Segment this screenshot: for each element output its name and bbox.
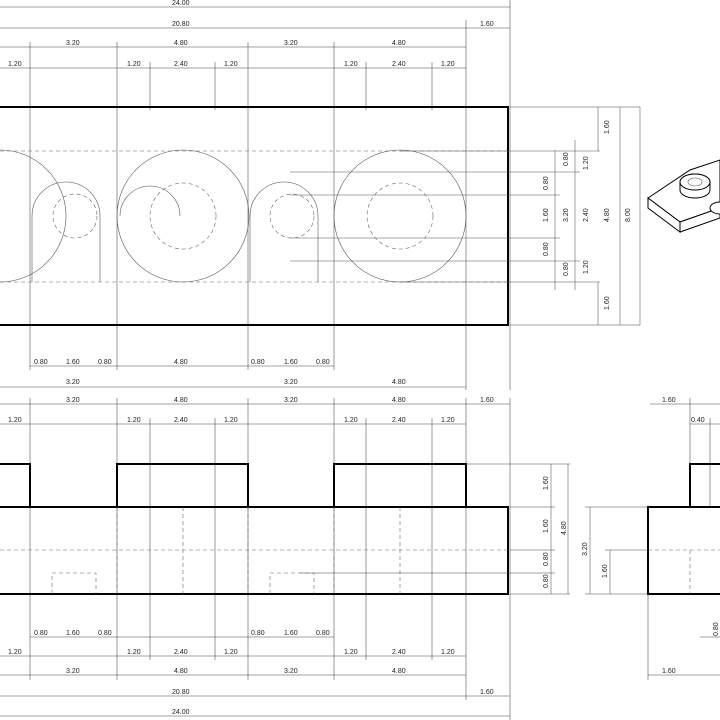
dim-f-seg-3: 3.20 — [284, 397, 298, 404]
stud-circle-4 — [333, 149, 467, 283]
front-stud-1 — [0, 463, 31, 507]
side-stud — [689, 463, 720, 507]
dim-top-seg-1: 3.20 — [66, 40, 80, 47]
dim-fb-seg-1: 3.20 — [66, 668, 80, 675]
top-view-body — [0, 106, 509, 326]
stud-circle-2 — [116, 149, 250, 283]
dim-right-k: 0.80 — [563, 262, 570, 276]
dim-right-b: 1.20 — [583, 156, 590, 170]
dim-top-seg-2: 4.80 — [174, 40, 188, 47]
dim-f-right-4: 0.80 — [543, 574, 550, 588]
dim-top-split-1: 1.20 — [127, 61, 141, 68]
side-view-body — [647, 506, 720, 595]
dim-tb-seg-3: 4.80 — [392, 379, 406, 386]
dim-s-tiny: 0.80 — [713, 622, 720, 636]
dim-top-split-6: 1.20 — [441, 61, 455, 68]
dim-top-split-5: 2.40 — [392, 61, 406, 68]
dim-fb-seg-3: 3.20 — [284, 668, 298, 675]
dim-right-c: 0.80 — [543, 176, 550, 190]
dim-f-split-2: 2.40 — [174, 417, 188, 424]
dim-top-split-4: 1.20 — [344, 61, 358, 68]
dim-top-split-2: 2.40 — [174, 61, 188, 68]
dim-s-top: 1.60 — [662, 397, 676, 404]
side-view: 1.60 0.40 3.20 1.60 0.80 1.60 — [582, 397, 720, 680]
dim-fb-tiny-3: 1.20 — [224, 649, 238, 656]
dim-top-seg-3: 3.20 — [284, 40, 298, 47]
dim-tb-1: 1.60 — [66, 359, 80, 366]
dim-right-top: 1.60 — [604, 120, 611, 134]
dim-tb-seg-2: 3.20 — [284, 379, 298, 386]
dim-f-seg-1: 3.20 — [66, 397, 80, 404]
dim-tb-0: 0.80 — [34, 359, 48, 366]
dim-right-g: 4.80 — [604, 208, 611, 222]
dim-top-split-3: 1.20 — [224, 61, 238, 68]
dim-fb-tiny-1: 1.20 — [127, 649, 141, 656]
dim-fb-5: 0.80 — [316, 630, 330, 637]
dim-right-h: 8.00 — [625, 208, 632, 222]
dim-fb-seg-2: 4.80 — [174, 668, 188, 675]
dim-tb-3: 0.80 — [251, 359, 265, 366]
dim-right-i: 0.80 — [543, 242, 550, 256]
dim-s-left-1: 1.60 — [602, 564, 609, 578]
dim-right-d: 1.60 — [543, 208, 550, 222]
dim-f-split-1: 1.20 — [127, 417, 141, 424]
dim-top-inner: 20.80 — [172, 21, 190, 28]
front-view-body — [0, 506, 509, 595]
dim-right-j: 1.20 — [583, 260, 590, 274]
dim-tb-2: 0.80 — [98, 359, 112, 366]
dim-f-seg-2: 4.80 — [174, 397, 188, 404]
dim-s-left-0: 3.20 — [582, 542, 589, 556]
dim-tb-4: 1.60 — [284, 359, 298, 366]
dim-fb-tiny-5: 2.40 — [392, 649, 406, 656]
dim-fb-3: 0.80 — [251, 630, 265, 637]
dim-f-split-6: 1.20 — [441, 417, 455, 424]
dim-f-seg-4: 4.80 — [392, 397, 406, 404]
dim-fb-seg-4: 4.80 — [392, 668, 406, 675]
dim-fb-overall: 24.00 — [172, 709, 190, 716]
dim-tb-main: 4.80 — [174, 359, 188, 366]
dim-s-inner: 0.40 — [691, 417, 705, 424]
dim-right-l: 1.60 — [604, 296, 611, 310]
dim-fb-tiny-4: 1.20 — [344, 649, 358, 656]
dim-right-f: 2.40 — [583, 208, 590, 222]
dim-fb-4: 1.60 — [284, 630, 298, 637]
front-view: 3.20 4.80 3.20 4.80 1.60 1.20 1.20 2.40 … — [0, 397, 570, 720]
dim-fb-2: 0.80 — [98, 630, 112, 637]
dim-f-right-2: 4.80 — [561, 521, 568, 535]
dim-f-split-3: 1.20 — [224, 417, 238, 424]
dim-tb-5: 0.80 — [316, 359, 330, 366]
dim-f-right-0: 1.60 — [543, 476, 550, 490]
dim-s-bottom: 1.60 — [662, 668, 676, 675]
dim-right-a: 0.80 — [563, 152, 570, 166]
dim-f-right-1: 1.60 — [543, 519, 550, 533]
dim-top-end: 1.60 — [480, 21, 494, 28]
dim-f-split-0: 1.20 — [8, 417, 22, 424]
dim-f-split-5: 2.40 — [392, 417, 406, 424]
dim-fb-tiny-0: 1.20 — [8, 649, 22, 656]
dim-f-split-4: 1.20 — [344, 417, 358, 424]
dim-fb-tiny-6: 1.20 — [441, 649, 455, 656]
front-stud-3 — [333, 463, 467, 508]
dim-top-seg-4: 4.80 — [392, 40, 406, 47]
dim-fb-tiny-2: 2.40 — [174, 649, 188, 656]
dim-tb-seg-1: 3.20 — [66, 379, 80, 386]
dim-f-end: 1.60 — [480, 397, 494, 404]
isometric-view — [647, 159, 720, 233]
top-view: 24.00 20.80 1.60 3.20 4.80 3.20 4.80 1.2… — [0, 0, 641, 390]
front-stud-2 — [116, 463, 249, 508]
dim-right-e: 3.20 — [563, 208, 570, 222]
dim-f-right-3: 0.80 — [543, 552, 550, 566]
dim-fb-end: 1.60 — [480, 689, 494, 696]
dim-fb-inner: 20.80 — [172, 689, 190, 696]
dim-top-overall: 24.00 — [172, 0, 190, 7]
dim-fb-0: 0.80 — [34, 630, 48, 637]
dim-fb-1: 1.60 — [66, 630, 80, 637]
dim-top-split-0: 1.20 — [8, 61, 22, 68]
